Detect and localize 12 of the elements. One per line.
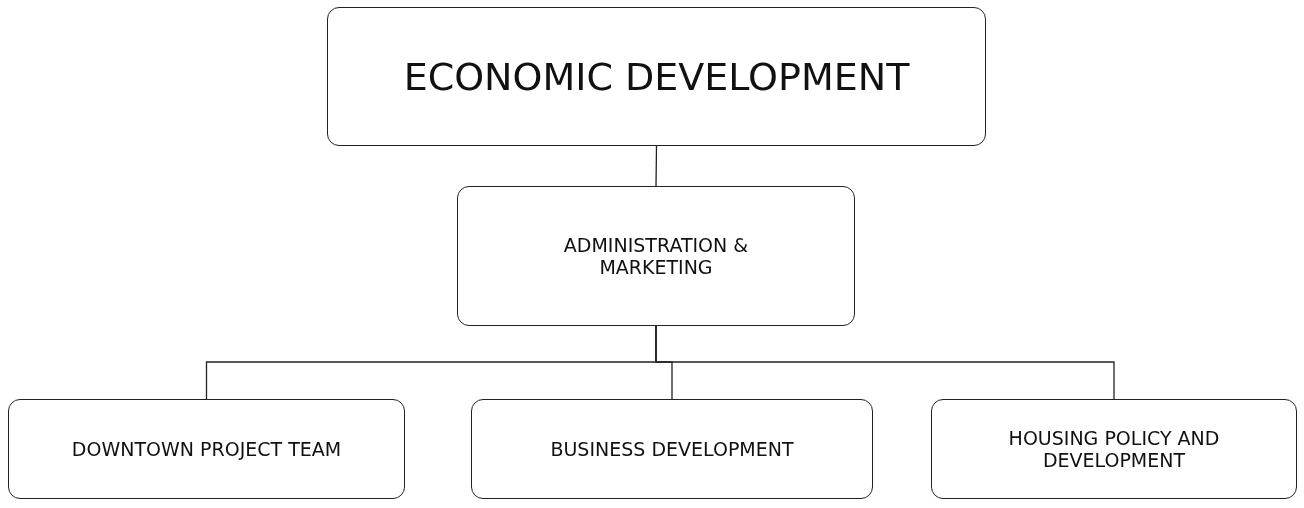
org-box bbox=[471, 399, 873, 499]
box-label: HOUSING POLICY AND DEVELOPMENT bbox=[1007, 427, 1221, 471]
box-label: BUSINESS DEVELOPMENT bbox=[550, 438, 794, 460]
org-box bbox=[931, 399, 1297, 499]
org-box bbox=[327, 7, 986, 146]
connector-line bbox=[655, 325, 1115, 400]
connector-line bbox=[655, 145, 658, 187]
box-label: ADMINISTRATION & MARKETING bbox=[562, 234, 750, 278]
box-label: ECONOMIC DEVELOPMENT bbox=[403, 54, 910, 99]
box-label: DOWNTOWN PROJECT TEAM bbox=[71, 438, 342, 460]
org-box bbox=[457, 186, 855, 326]
org-box bbox=[8, 399, 405, 499]
